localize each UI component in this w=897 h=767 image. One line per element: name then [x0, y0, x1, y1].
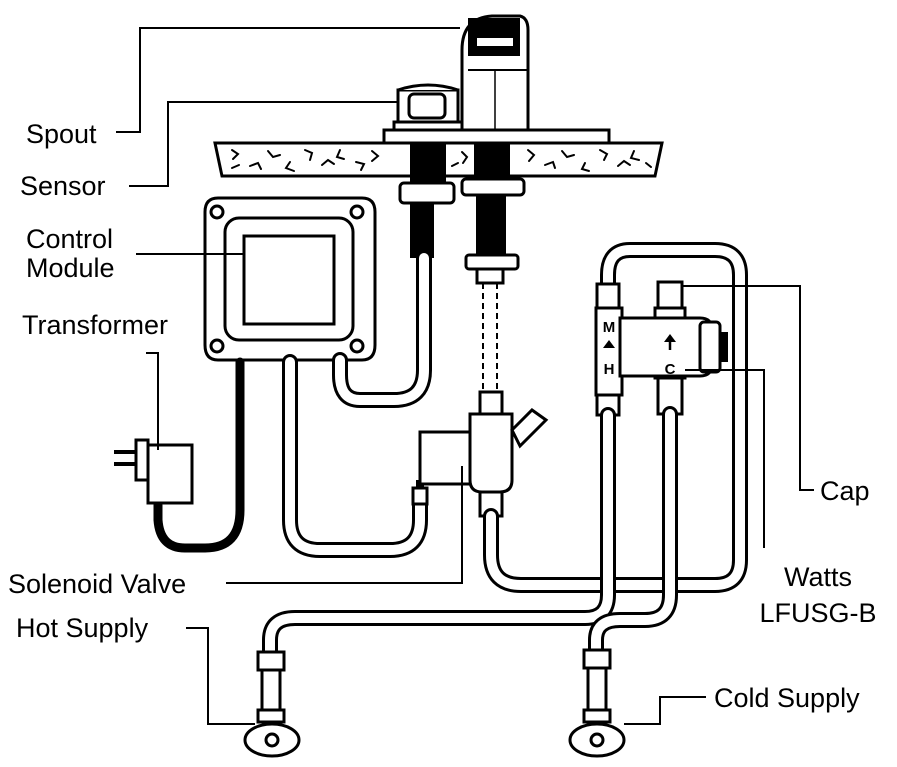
label-lfusg-b: LFUSG-B [759, 598, 876, 628]
label-cold-supply: Cold Supply [714, 683, 860, 713]
leader-lines [116, 27, 814, 725]
valve-mark-c: C [665, 361, 676, 378]
flow-arrow-icon [603, 340, 615, 348]
sensor [392, 83, 464, 132]
label-module: Module [26, 253, 115, 283]
solenoid-cable [282, 354, 428, 558]
label-hot-supply: Hot Supply [16, 613, 149, 643]
transformer [114, 357, 245, 553]
control-module [203, 196, 377, 362]
solenoid-valve [418, 390, 549, 518]
cold-stop-valve [568, 648, 626, 758]
label-cap: Cap [820, 476, 870, 506]
sensor-shank [398, 143, 456, 258]
spout [382, 14, 611, 145]
label-solenoid-valve: Solenoid Valve [8, 569, 186, 599]
flow-arrow-icon [664, 334, 676, 342]
label-transformer: Transformer [22, 310, 168, 340]
mixing-valve: M H C [594, 280, 728, 417]
valve-mark-m: M [603, 319, 616, 336]
valve-mark-h: H [604, 361, 615, 378]
label-control: Control [26, 224, 113, 254]
label-spout: Spout [26, 119, 97, 149]
label-sensor: Sensor [20, 171, 106, 201]
spout-shank [460, 143, 526, 395]
label-watts: Watts [784, 562, 852, 592]
hot-stop-valve [243, 650, 301, 758]
